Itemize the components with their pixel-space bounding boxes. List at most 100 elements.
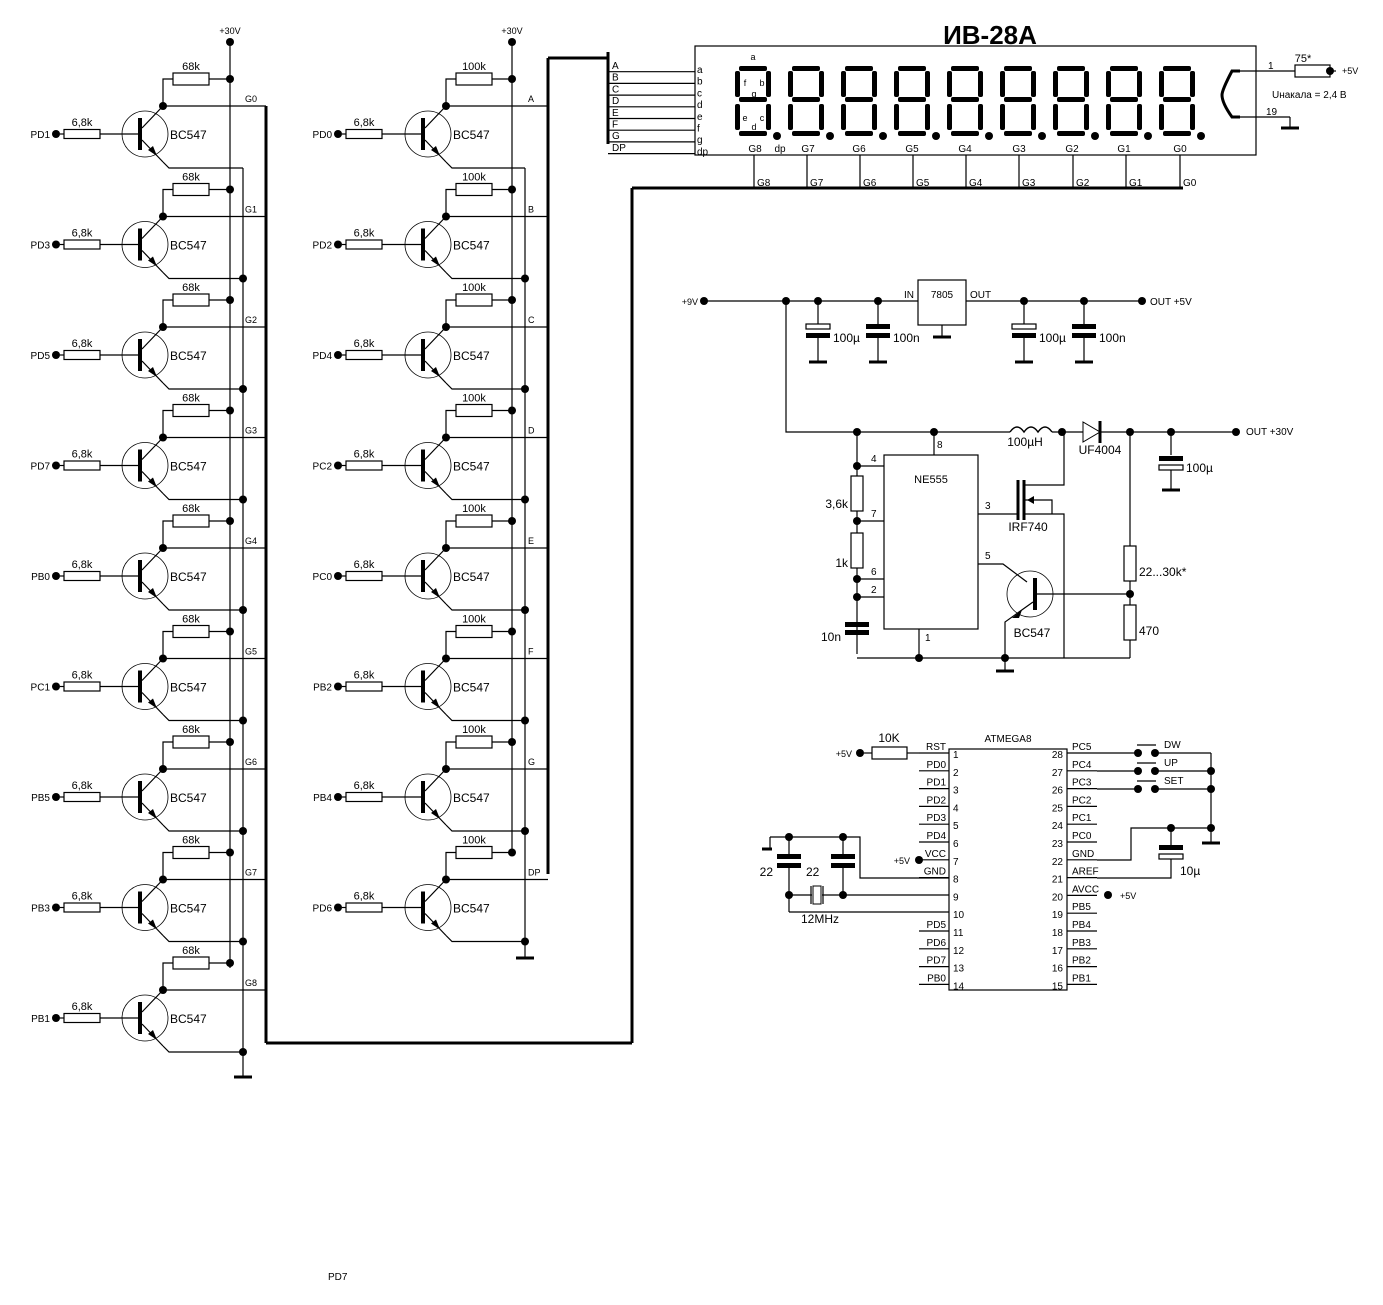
capacitor-plate (777, 863, 801, 868)
wire (445, 630, 456, 659)
wire (445, 299, 456, 327)
pin-name: PD6 (927, 938, 947, 949)
input-label: PB3 (31, 904, 50, 915)
base-resistor-label: 6,8k (354, 559, 375, 571)
emitter-arrow (148, 698, 157, 709)
wire (162, 520, 173, 548)
button-label: SET (1164, 776, 1183, 787)
base-resistor-label: 6,8k (72, 559, 93, 571)
button-set[interactable]: SET (1097, 776, 1211, 793)
input-terminal (334, 793, 342, 801)
emitter-arrow (148, 477, 157, 488)
wire (1097, 827, 1211, 861)
transistor-body (404, 442, 452, 489)
segment-a (951, 66, 979, 71)
emitter-arrow (1012, 610, 1022, 618)
capacitor (866, 324, 890, 338)
pin-label: 3 (985, 501, 991, 512)
segment-c (819, 104, 824, 130)
base-resistor-label: 6,8k (354, 338, 375, 350)
segment-b (925, 71, 930, 97)
segment-name-b: b (759, 78, 764, 88)
grid-pin-label: G8 (748, 144, 762, 155)
wire (162, 935, 243, 943)
pin-number: 20 (1052, 892, 1064, 903)
capacitor-label: 22 (760, 865, 774, 879)
segment-a (1004, 66, 1032, 71)
segment-d (1004, 131, 1032, 136)
input-label: PC1 (31, 683, 51, 694)
pin-name: RST (926, 742, 946, 753)
collector-lead (141, 547, 164, 571)
supply-label: +30V (219, 26, 240, 36)
output-label: G6 (245, 757, 257, 767)
output-label: OUT +5V (1150, 297, 1192, 308)
npn-transistor-icon (404, 768, 452, 826)
button-up[interactable]: UP (1097, 758, 1211, 775)
wire (1024, 499, 1053, 514)
capacitor-label: 100µ (833, 331, 860, 345)
wire (445, 741, 456, 769)
npn-transistor-icon (121, 658, 169, 715)
supply-label: +5V (894, 856, 910, 866)
collector-lead (141, 879, 164, 902)
output-label: B (528, 205, 534, 215)
pin-name: PB4 (1072, 920, 1091, 931)
pin-number: 19 (1052, 910, 1064, 921)
pullup-resistor (172, 514, 210, 528)
pin-name: PB3 (1072, 938, 1091, 949)
segment-e (735, 104, 740, 130)
transistor-base-bar (138, 1002, 142, 1034)
junction-dot (1134, 785, 1142, 793)
transistor-label: BC547 (453, 239, 490, 253)
transistor-body (121, 884, 169, 931)
segment-c (1031, 104, 1036, 130)
transistor-label: BC547 (453, 570, 490, 584)
supply-terminal (1104, 891, 1112, 899)
input-label: PC2 (313, 462, 333, 473)
base-resistor-label: 6,8k (72, 117, 93, 129)
emitter-arrow (431, 146, 440, 156)
input-label: +9V (682, 297, 698, 307)
transistor-base-bar (138, 228, 142, 261)
transistor-base-bar (138, 781, 142, 813)
input-terminal (52, 351, 60, 359)
segment-d (1057, 131, 1085, 136)
transistor-base-bar (421, 449, 425, 482)
pullup-label: 100k (462, 393, 486, 405)
grid-pin-label: G6 (852, 144, 866, 155)
regulator-chip (917, 279, 967, 326)
crystal-capacitor (777, 854, 801, 868)
segment-d (898, 131, 926, 136)
pullup-label: 68k (182, 172, 200, 184)
capacitor-plate (831, 863, 855, 868)
pin-number: 24 (1052, 821, 1064, 832)
emitter-arrow (148, 809, 157, 819)
pullup-resistor (172, 735, 210, 749)
collector-lead (141, 216, 164, 239)
segment-pin-label: d (697, 100, 703, 111)
transistor-label: BC547 (170, 1012, 207, 1026)
pin-name: PB2 (1072, 956, 1091, 967)
button-dw[interactable]: DW (1097, 740, 1211, 757)
segment-b (1031, 71, 1036, 97)
emitter-arrow (148, 146, 157, 156)
transistor-body (404, 552, 452, 600)
output-terminal (1138, 297, 1146, 305)
segment-f (1053, 71, 1058, 97)
transistor-body (404, 663, 452, 710)
transistor-base-bar (421, 670, 425, 703)
pin-number: 3 (953, 786, 959, 797)
segment-a (1110, 66, 1138, 71)
grid-wire-label: G4 (969, 178, 983, 189)
segment-dp (932, 132, 940, 140)
pin-number: 18 (1052, 928, 1064, 939)
resistor-label: 3,6k (825, 497, 849, 511)
segment-c (872, 104, 877, 130)
output-label: G8 (245, 978, 257, 988)
wire (162, 741, 173, 769)
pullup-resistor (455, 624, 493, 639)
